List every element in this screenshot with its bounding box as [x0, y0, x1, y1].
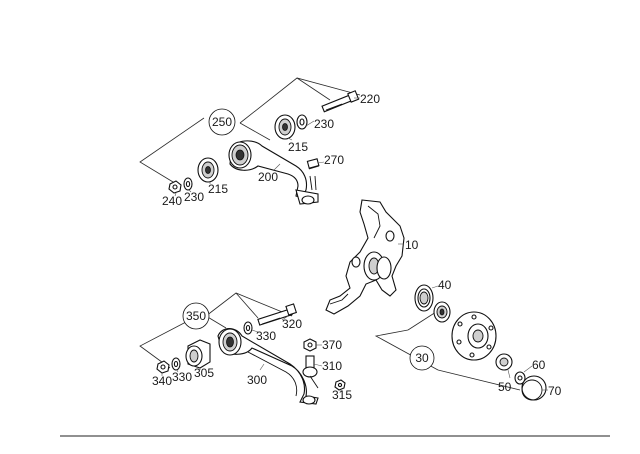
- cap-70[interactable]: [521, 375, 547, 401]
- washer-60[interactable]: [514, 371, 526, 385]
- label-60: 60: [532, 358, 546, 372]
- washer-330-right[interactable]: [243, 321, 253, 335]
- upper-arm-200[interactable]: [228, 140, 319, 205]
- label-70: 70: [548, 384, 562, 398]
- group-label-30: 30: [415, 351, 429, 365]
- label-215-left: 215: [208, 182, 228, 196]
- clip-270[interactable]: [306, 158, 320, 170]
- steering-knuckle-10[interactable]: 10: [325, 199, 419, 315]
- label-310: 310: [322, 359, 342, 373]
- group-badge-30[interactable]: 30: [409, 345, 435, 371]
- nut-340[interactable]: [156, 360, 170, 374]
- washer-330-left[interactable]: [171, 357, 181, 371]
- nut-315[interactable]: [334, 379, 346, 391]
- label-230-left: 230: [184, 190, 204, 204]
- washer-230-right[interactable]: [296, 114, 308, 130]
- upper-arm-group: 250 220 230 215 270 200 240 230 215: [139, 77, 380, 208]
- group-label-250: 250: [212, 115, 232, 129]
- group-badge-250[interactable]: 250: [208, 108, 236, 136]
- label-230-right: 230: [314, 117, 334, 131]
- bushing-215-left[interactable]: [197, 157, 219, 183]
- label-40: 40: [438, 278, 452, 292]
- wheel-hub-group: 30 60 50 70: [374, 301, 562, 401]
- bolt-320[interactable]: [257, 303, 298, 326]
- group-badge-350[interactable]: 350: [182, 302, 210, 330]
- label-370: 370: [322, 338, 342, 352]
- nut-50[interactable]: [495, 353, 513, 371]
- label-215-right: 215: [288, 140, 308, 154]
- label-200: 200: [258, 170, 278, 184]
- label-240: 240: [162, 194, 182, 208]
- seal-40[interactable]: 40: [414, 278, 452, 312]
- lower-arm-300[interactable]: [217, 327, 319, 405]
- label-10: 10: [405, 238, 419, 252]
- nut-240[interactable]: [168, 180, 182, 194]
- bushing-215-right[interactable]: [274, 114, 296, 140]
- bushing-305[interactable]: [185, 339, 211, 369]
- label-315: 315: [332, 388, 352, 402]
- label-330-left: 330: [172, 370, 192, 384]
- ball-joint-310[interactable]: [302, 355, 319, 389]
- label-270: 270: [324, 153, 344, 167]
- label-330-right: 330: [256, 329, 276, 343]
- label-340: 340: [152, 374, 172, 388]
- washer-230-left[interactable]: [183, 177, 193, 191]
- label-300: 300: [247, 373, 267, 387]
- label-220: 220: [360, 92, 380, 106]
- hub-flange[interactable]: [451, 311, 497, 361]
- label-320: 320: [282, 317, 302, 331]
- lower-arm-group: 350 320 330 370 310 340 330 305 300 315: [139, 292, 352, 405]
- wheel-bearing[interactable]: [433, 301, 451, 323]
- group-label-350: 350: [186, 309, 206, 323]
- bolt-220[interactable]: [321, 90, 360, 113]
- label-305: 305: [194, 366, 214, 380]
- nut-370[interactable]: [303, 338, 317, 352]
- label-50: 50: [498, 380, 512, 394]
